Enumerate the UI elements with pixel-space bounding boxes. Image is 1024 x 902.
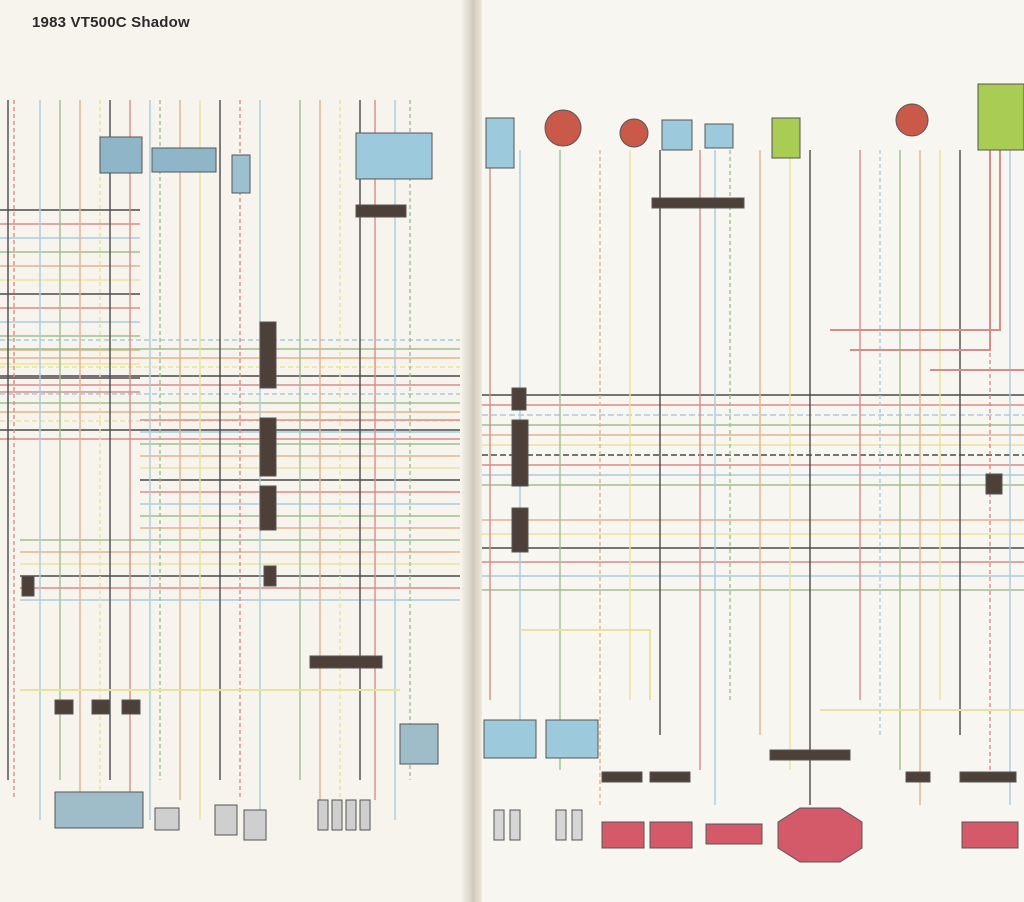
plug	[331, 799, 343, 831]
connector-bar	[905, 771, 931, 783]
relay-red	[619, 118, 649, 148]
spark-plug	[493, 809, 505, 841]
relay	[704, 123, 734, 149]
horn	[154, 807, 180, 831]
connector-block	[961, 821, 1019, 849]
wire	[850, 150, 991, 351]
harness-connector	[511, 419, 529, 487]
control-module	[977, 83, 1024, 151]
component-layer	[21, 83, 1024, 863]
harness-connector	[263, 565, 277, 587]
harness-connector	[511, 387, 527, 411]
spark-plug	[555, 809, 567, 841]
spark-plug	[509, 809, 521, 841]
plug	[317, 799, 329, 831]
alternator	[777, 807, 863, 863]
relay	[661, 119, 693, 151]
connector-bar	[649, 771, 691, 783]
connector-bar	[959, 771, 1017, 783]
regulator	[705, 823, 763, 845]
pulse-generator	[649, 821, 693, 849]
connector-bar	[651, 197, 745, 209]
harness-connector	[259, 321, 277, 389]
connector-bar	[601, 771, 643, 783]
plug	[345, 799, 357, 831]
plug	[359, 799, 371, 831]
relay-red	[544, 109, 582, 147]
page-gutter	[462, 0, 482, 902]
connector	[21, 575, 35, 597]
module	[771, 117, 801, 159]
relay-red	[895, 103, 929, 137]
sensor	[243, 809, 267, 841]
connector-block	[99, 136, 143, 174]
wire-layer	[0, 100, 1024, 820]
fuse-box	[355, 132, 433, 180]
switch-assembly	[54, 791, 144, 829]
connector-bar	[309, 655, 383, 669]
switch	[231, 154, 251, 194]
harness-connector	[259, 417, 277, 477]
sensor	[214, 804, 238, 836]
connector	[91, 699, 111, 715]
connector	[54, 699, 74, 715]
connector-block	[151, 147, 217, 173]
connector	[121, 699, 141, 715]
connector-bar	[769, 749, 851, 761]
harness-connector	[511, 507, 529, 553]
ignition-coil	[483, 719, 537, 759]
wire	[830, 150, 1001, 331]
spark-plug	[571, 809, 583, 841]
pulse-generator	[601, 821, 645, 849]
relay	[485, 117, 515, 169]
harness-connector	[259, 485, 277, 531]
connector-bar	[355, 204, 407, 218]
connector	[985, 473, 1003, 495]
diagram-title: 1983 VT500C Shadow	[32, 14, 190, 31]
ignition-coil	[545, 719, 599, 759]
control-unit	[399, 723, 439, 765]
wire	[520, 629, 651, 700]
